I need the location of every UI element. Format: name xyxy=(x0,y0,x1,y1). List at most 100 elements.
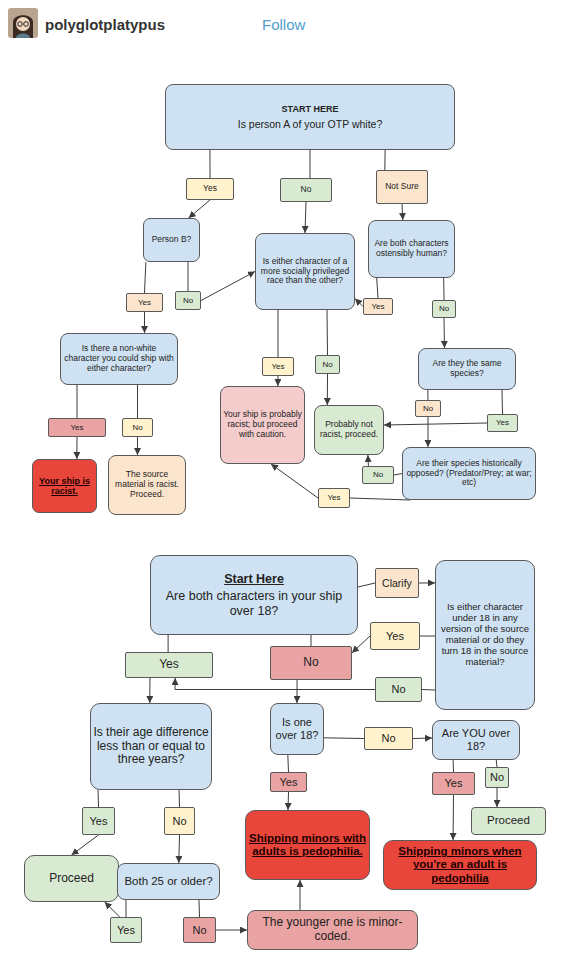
box-text: No xyxy=(301,185,312,195)
box-text: Is their age difference less than or equ… xyxy=(93,726,209,767)
connector xyxy=(271,464,318,498)
connector xyxy=(178,835,180,863)
answer-box: No xyxy=(362,466,394,484)
connector xyxy=(327,374,328,405)
box-text: Not Sure xyxy=(385,182,419,192)
decision-box: Are they the same species? xyxy=(418,348,516,390)
connector xyxy=(402,204,404,220)
connector xyxy=(145,262,146,293)
box-text: No xyxy=(391,683,405,696)
box-text: No xyxy=(439,304,449,313)
connector xyxy=(496,760,498,767)
box-text: No xyxy=(373,470,383,479)
connector xyxy=(453,795,454,840)
answer-box: No xyxy=(364,727,413,750)
avatar-icon xyxy=(8,8,38,38)
connector xyxy=(422,689,435,691)
answer-box: No xyxy=(485,767,509,788)
answer-box: Yes xyxy=(110,917,142,943)
outcome-box: Your ship is racist. xyxy=(32,459,97,513)
box-text: Are both characters in your ship over 18… xyxy=(153,589,355,618)
box-text: Are they the same species? xyxy=(421,359,513,379)
answer-box: Yes xyxy=(262,357,294,376)
decision-box: Person B? xyxy=(143,218,200,262)
box-text: Is there a non-white character you could… xyxy=(63,344,175,373)
connector xyxy=(125,900,126,917)
box-text: No xyxy=(423,404,433,413)
connector xyxy=(201,272,255,301)
connector xyxy=(216,930,247,931)
connector xyxy=(427,417,428,447)
box-text: No xyxy=(381,732,395,745)
box-text: No xyxy=(192,924,206,937)
box-text: Are both characters ostensibly human? xyxy=(371,239,452,259)
answer-box: Clarify xyxy=(375,568,419,598)
connector xyxy=(179,790,180,807)
connector xyxy=(137,385,138,418)
connector xyxy=(501,390,503,414)
connector xyxy=(497,788,498,807)
connector xyxy=(355,298,363,306)
user-name: polyglotplatypus xyxy=(45,16,165,34)
box-text: Proceed xyxy=(487,814,530,827)
answer-box: Yes xyxy=(270,772,307,792)
connector xyxy=(420,636,435,637)
answer-box: Yes xyxy=(432,772,475,795)
avatar-glasses xyxy=(18,22,23,27)
answer-box: No xyxy=(415,400,441,417)
outcome-box: The source material is racist. Proceed. xyxy=(108,455,186,515)
answer-box: Yes xyxy=(318,488,350,508)
connector xyxy=(384,423,487,425)
box-text: Yes xyxy=(496,418,509,427)
box-text: Yes xyxy=(159,658,179,672)
box-heading: START HERE xyxy=(282,104,339,114)
connector xyxy=(277,376,278,386)
box-text: Is one over 18? xyxy=(273,716,321,741)
connector xyxy=(352,636,370,653)
outcome-box: Shipping minors when you're an adult is … xyxy=(383,840,537,890)
connector xyxy=(98,790,99,807)
box-text: Is either character under 18 in any vers… xyxy=(438,602,532,668)
decision-box: Are both characters ostensibly human? xyxy=(368,220,455,278)
connector xyxy=(105,902,120,917)
avatar-face xyxy=(16,17,30,31)
start-box: START HEREIs person A of your OTP white? xyxy=(165,84,455,150)
box-text: Yes xyxy=(327,493,340,502)
answer-box: Not Sure xyxy=(376,170,428,204)
connector xyxy=(310,635,311,646)
outcome-box: Probably not racist, proceed. xyxy=(314,405,384,455)
answer-box: Yes xyxy=(82,807,115,835)
box-text: Person B? xyxy=(152,235,192,245)
connector xyxy=(350,498,410,500)
connector xyxy=(76,385,77,418)
connector xyxy=(324,737,364,739)
answer-box: No xyxy=(375,677,422,702)
answer-box: No xyxy=(270,646,352,680)
decision-box: Is there a non-white character you could… xyxy=(60,333,178,385)
connector xyxy=(287,755,289,772)
start-box: Start HereAre both characters in your sh… xyxy=(150,555,358,635)
decision-box: Is one over 18? xyxy=(270,703,324,755)
answer-box: No xyxy=(315,355,340,374)
box-text: Yes xyxy=(203,184,217,194)
connector xyxy=(305,202,306,233)
connector xyxy=(168,635,169,652)
outcome-box: Your ship is probably racist; but procee… xyxy=(220,386,305,464)
decision-box: Is either character of a more socially p… xyxy=(255,233,355,310)
box-text: Clarify xyxy=(382,577,412,589)
connector xyxy=(453,760,454,772)
connector xyxy=(367,455,369,466)
connector xyxy=(358,583,375,587)
box-text: Yes xyxy=(138,298,151,307)
decision-box: Are their species historically opposed? … xyxy=(402,447,536,500)
box-text: Yes xyxy=(117,924,135,937)
connector xyxy=(444,318,445,348)
box-text: Are YOU over 18? xyxy=(435,727,517,752)
box-text: Yes xyxy=(445,777,463,790)
outcome-box: Shipping minors with adults is pedophili… xyxy=(245,810,370,880)
box-text: Yes xyxy=(70,423,83,432)
box-text: Your ship is probably racist; but procee… xyxy=(223,410,302,439)
avatar-background xyxy=(8,8,38,38)
decision-box: Is either character under 18 in any vers… xyxy=(435,560,535,710)
box-text: Are their species historically opposed? … xyxy=(405,459,533,488)
